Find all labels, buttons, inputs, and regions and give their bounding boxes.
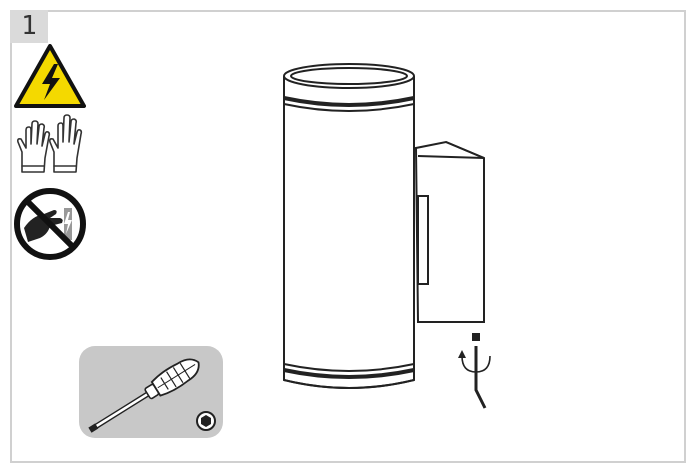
cable-connector-icon	[472, 333, 480, 341]
high-voltage-warning-icon	[14, 44, 86, 108]
screwdriver-icon	[88, 358, 200, 433]
rotate-arrow-icon	[461, 355, 491, 373]
protective-gloves-icon	[17, 114, 83, 173]
do-not-touch-live-parts-icon	[14, 188, 86, 260]
hex-bit-icon	[196, 411, 216, 431]
step-number-badge: 1	[10, 10, 48, 43]
